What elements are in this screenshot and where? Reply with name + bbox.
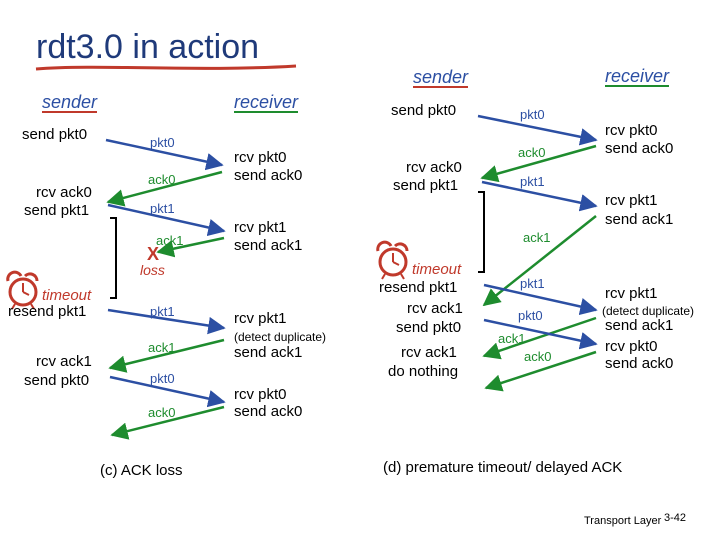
d-caption: (d) premature timeout/ delayed ACK (383, 459, 623, 476)
footer-text: Transport Layer (584, 515, 662, 527)
d-arrow-pkt0-2 (483, 318, 598, 350)
d-message-label: ack1 (523, 230, 551, 245)
d-receiver-event: send ack0 (605, 140, 674, 157)
d-sender-event: resend pkt1 (379, 279, 458, 296)
c-sender-event: resend pkt1 (8, 303, 87, 320)
c-timeout-label: timeout (42, 287, 92, 304)
d-sender-event: rcv ack1 (407, 300, 463, 317)
d-arrow-ack0-2 (484, 350, 597, 392)
c-sender-event: rcv ack0 (36, 184, 92, 201)
d-receiver-event: send ack1 (605, 317, 674, 334)
d-receiver-event: rcv pkt1 (605, 285, 658, 302)
c-arrow-pkt0-2 (109, 375, 226, 408)
d-receiver-event: send ack1 (605, 211, 674, 228)
c-receiver-event: send ack0 (234, 403, 303, 420)
d-message-label: pkt1 (520, 174, 545, 189)
loss-label: loss (140, 262, 165, 278)
d-sender-event: rcv ack0 (406, 159, 462, 176)
d-receiver-event: (detect duplicate) (602, 304, 695, 318)
clock-icon (6, 270, 39, 310)
page-number: 3-42 (664, 512, 687, 524)
d-message-label: ack1 (498, 331, 526, 346)
d-timeout-label: timeout (412, 261, 462, 278)
c-sender-event: send pkt1 (24, 202, 90, 219)
c-message-label: pkt0 (150, 135, 175, 150)
d-arrow-ack0 (480, 144, 597, 183)
c-sender-event: rcv ack1 (36, 353, 92, 370)
c-message-label: ack0 (148, 172, 176, 187)
c-arrow-ack1 (108, 338, 225, 373)
d-arrow-resend-pkt1 (483, 283, 598, 316)
c-message-label: pkt1 (150, 304, 175, 319)
d-message-label: pkt0 (518, 308, 543, 323)
d-receiver-event: rcv pkt0 (605, 122, 658, 139)
d-timeout-bracket (478, 191, 485, 273)
c-sender-event: send pkt0 (22, 126, 88, 143)
c-message-label: ack0 (148, 405, 176, 420)
d-receiver-event: rcv pkt0 (605, 338, 658, 355)
c-timeout-bracket (110, 217, 117, 299)
c-receiver-event: send ack1 (234, 237, 303, 254)
c-sender-heading: sender (42, 92, 98, 113)
clock-icon (376, 240, 409, 280)
c-arrow-ack0 (106, 170, 223, 207)
d-message-label: pkt0 (520, 107, 545, 122)
d-message-label: ack0 (518, 145, 546, 160)
d-receiver-heading: receiver (605, 66, 670, 87)
c-arrow-pkt1 (107, 203, 226, 237)
page-title: rdt3.0 in action (36, 28, 260, 66)
c-receiver-event: rcv pkt0 (234, 386, 287, 403)
c-arrow-ack1-lost (156, 236, 225, 258)
c-caption: (c) ACK loss (100, 462, 183, 479)
c-message-label: ack1 (148, 340, 176, 355)
d-sender-event: send pkt0 (391, 102, 457, 119)
c-receiver-event: send ack0 (234, 167, 303, 184)
d-message-label: ack0 (524, 349, 552, 364)
loss-mark: X (147, 244, 160, 264)
c-receiver-event: (detect duplicate) (234, 330, 327, 344)
d-receiver-event: send ack0 (605, 355, 674, 372)
d-sender-event: rcv ack1 (401, 344, 457, 361)
c-receiver-event: rcv pkt0 (234, 149, 287, 166)
d-sender-event: do nothing (388, 363, 459, 380)
c-arrow-pkt0 (105, 138, 224, 171)
d-message-label: pkt1 (520, 276, 545, 291)
c-message-label: pkt1 (150, 201, 175, 216)
c-arrow-ack0-2 (110, 405, 225, 440)
c-receiver-heading: receiver (234, 92, 299, 113)
d-sender-event: send pkt0 (396, 319, 462, 336)
d-receiver-event: rcv pkt1 (605, 192, 658, 209)
c-sender-event: send pkt0 (24, 372, 90, 389)
c-receiver-event: send ack1 (234, 344, 303, 361)
c-message-label: pkt0 (150, 371, 175, 386)
c-receiver-event: rcv pkt1 (234, 219, 287, 236)
page-number-box (662, 508, 708, 528)
d-arrow-ack1 (482, 316, 597, 360)
c-receiver-event: rcv pkt1 (234, 310, 287, 327)
d-arrow-pkt0 (477, 114, 598, 146)
c-message-label: ack1 (156, 233, 184, 248)
c-arrow-resend-pkt1 (107, 308, 226, 335)
d-sender-event: send pkt1 (393, 177, 459, 194)
d-sender-heading: sender (413, 67, 469, 88)
title-underline (35, 64, 297, 71)
d-arrow-pkt1 (481, 180, 598, 212)
